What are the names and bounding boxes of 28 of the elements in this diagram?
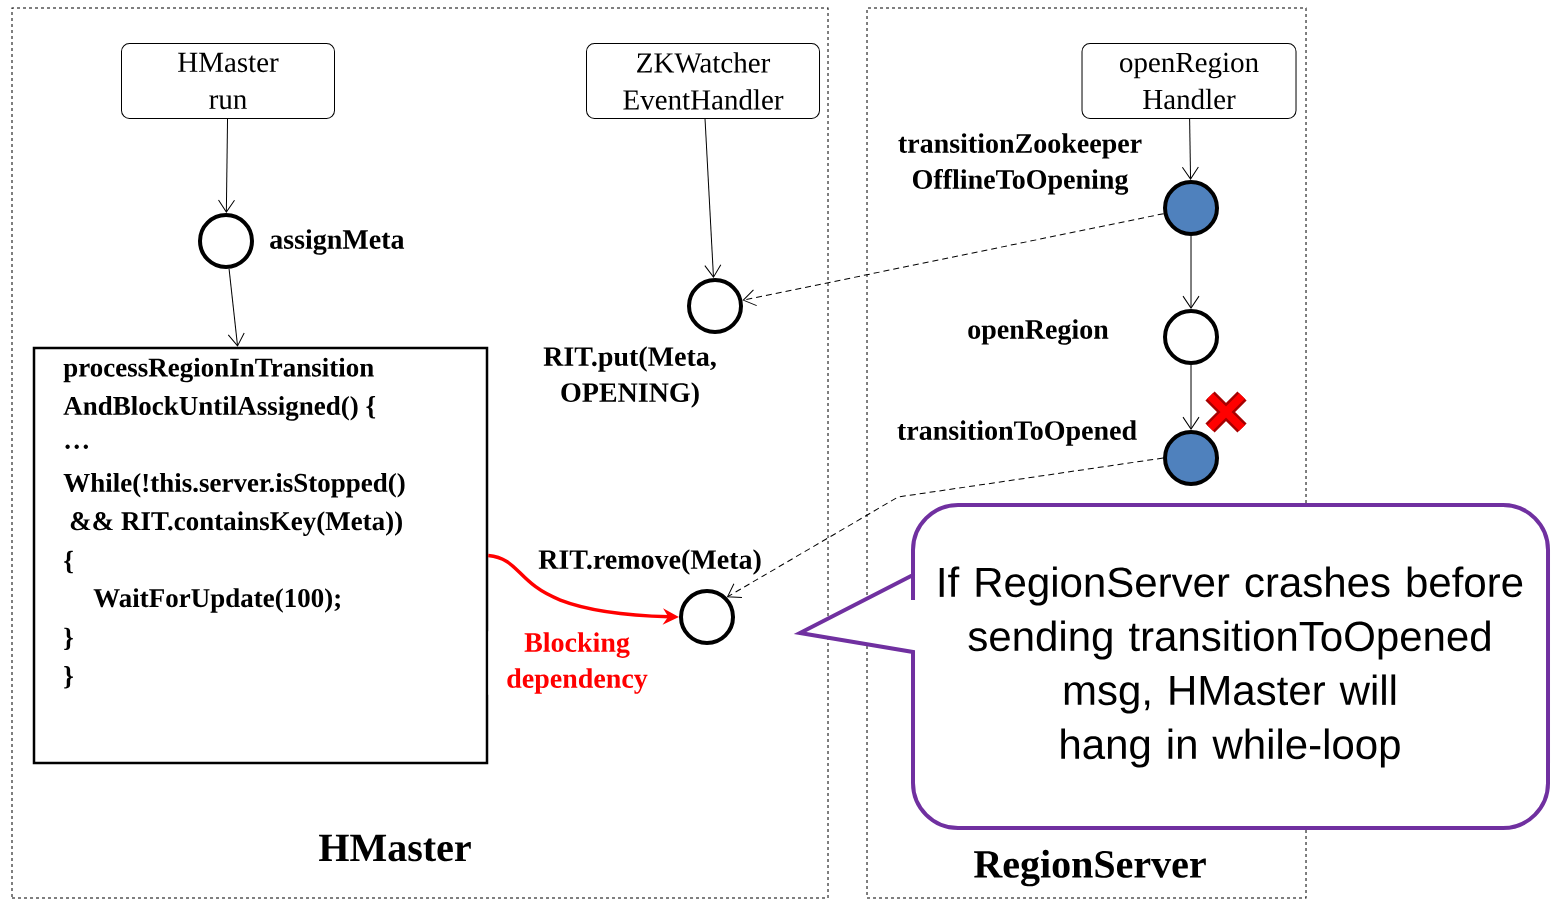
arrow bbox=[218, 118, 235, 213]
arrow bbox=[1181, 118, 1199, 180]
code-line: { bbox=[64, 550, 73, 574]
node-label: RIT.put(Meta, OPENING) bbox=[543, 346, 716, 408]
node-label: transitionZookeeper OfflineToOpening bbox=[898, 133, 1142, 195]
code-line: WaitForUpdate(100); bbox=[93, 588, 340, 613]
arrow bbox=[1182, 235, 1200, 309]
code-line: } bbox=[64, 666, 73, 689]
arrow bbox=[704, 118, 722, 278]
node-label: assignMeta bbox=[270, 229, 405, 255]
node-label: RIT.remove(Meta) bbox=[538, 549, 761, 575]
process-box: openRegion Handler bbox=[1081, 43, 1297, 119]
code-line: } bbox=[64, 627, 73, 650]
node-label: openRegion bbox=[968, 319, 1109, 345]
process-box: ZKWatcher EventHandler bbox=[586, 43, 820, 119]
arrow bbox=[1182, 364, 1200, 430]
code-line: AndBlockUntilAssigned() { bbox=[63, 396, 376, 421]
code-line: && RIT.containsKey(Meta)) bbox=[70, 511, 402, 536]
arrow bbox=[742, 213, 1165, 307]
edge-label: Blocking dependency bbox=[488, 631, 666, 695]
code-line: While(!this.server.isStopped() bbox=[63, 472, 405, 498]
node-label: transitionToOpened bbox=[897, 420, 1137, 446]
code-line: processRegionInTransition bbox=[63, 357, 374, 383]
process-box: HMaster run bbox=[121, 43, 335, 119]
code-line: … bbox=[65, 444, 88, 449]
panel-title: RegionServer bbox=[974, 849, 1206, 887]
panel-title: HMaster bbox=[319, 834, 471, 862]
arrow bbox=[227, 268, 245, 347]
